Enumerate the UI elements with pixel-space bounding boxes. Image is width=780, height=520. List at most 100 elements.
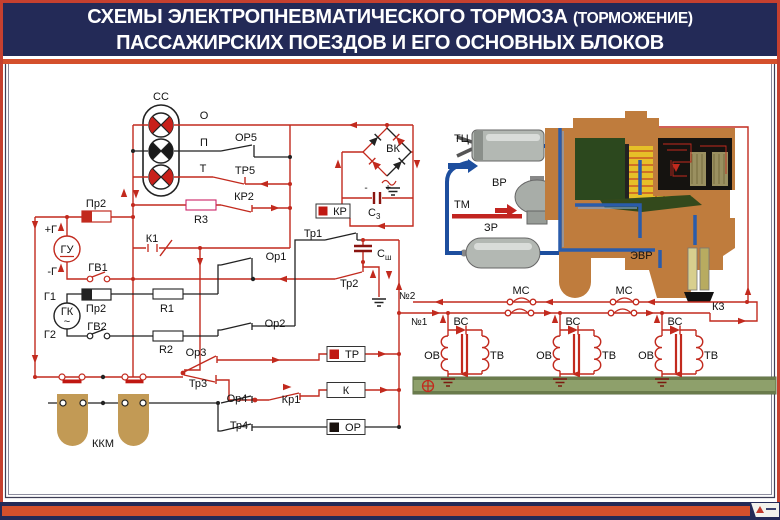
evr-red-traces <box>663 143 727 177</box>
diode-icon <box>368 157 382 171</box>
evr-green-block <box>575 138 625 200</box>
label-csh: С <box>377 248 385 260</box>
resistor-r3 <box>185 199 217 211</box>
poster-header: СХЕМЫ ЭЛЕКТРОПНЕВМАТИЧЕСКОГО ТОРМОЗА (ТО… <box>3 3 777 56</box>
label-ms-2: МС <box>615 285 632 297</box>
label-vs: ВС <box>566 316 581 328</box>
label-pr2-top: Пр2 <box>86 198 106 210</box>
circuit-labels: О П Т ОР5 ТР5 КР2 R3 Пр2 +Г -Г ГВ1 Г1 Пр… <box>44 110 401 450</box>
title-paren: (ТОРМОЖЕНИЕ) <box>572 9 693 27</box>
label-ov: ОВ <box>638 350 654 362</box>
label-vr: ВР <box>492 177 507 189</box>
label-c3-sub: 3 <box>376 212 381 221</box>
vs-diode-icon <box>456 325 466 335</box>
label-gv2: ГВ2 <box>87 321 106 333</box>
brake-coil-unit-1: ВС ОВ ТВ <box>424 313 504 387</box>
relay-tr: ТР <box>326 346 366 362</box>
label-k-relay: К <box>343 385 350 397</box>
resistor-r2 <box>152 330 184 342</box>
label-gk: ГК <box>61 306 74 318</box>
relay-kr: КР <box>315 203 351 219</box>
label-tr1: Тр1 <box>304 228 322 240</box>
ov-coil <box>654 335 663 372</box>
label-evr: ЭВР <box>630 250 653 262</box>
label-o: О <box>200 110 209 122</box>
page-border-right <box>777 0 780 503</box>
diode-icon <box>368 133 382 147</box>
resistor-r1 <box>152 288 184 300</box>
label-c3-plus: + <box>385 183 391 194</box>
label-or-relay: ОР <box>345 422 361 434</box>
signal-lamp-block: СС <box>142 91 180 197</box>
vs-diode-icon <box>670 325 680 335</box>
brake-cylinder <box>456 129 545 162</box>
capacitor-csh <box>354 244 387 307</box>
label-tr4: Тр4 <box>230 420 248 432</box>
label-zr: ЗР <box>484 222 498 234</box>
blue-flow-arrow-icon <box>448 159 478 173</box>
publisher-logo-mark-icon <box>756 506 764 513</box>
label-n2: №2 <box>399 291 416 302</box>
label-ov: ОВ <box>424 350 440 362</box>
label-tm: ТМ <box>454 199 470 211</box>
tv-coil <box>481 335 490 372</box>
plus-terminal-icon <box>421 379 435 393</box>
ov-coil <box>440 335 449 372</box>
generator-gk: ГК ~ <box>53 302 81 330</box>
poster-footer <box>0 502 780 520</box>
label-g1: Г1 <box>44 291 56 303</box>
kkm-cam-1 <box>57 394 88 446</box>
label-ms-1: МС <box>512 285 529 297</box>
label-g2: Г2 <box>44 329 56 341</box>
brake-coil-unit-3: ВС ОВ ТВ <box>638 313 718 387</box>
label-p: П <box>200 137 208 149</box>
label-kr-relay: КР <box>333 206 347 218</box>
content-frame <box>4 64 776 499</box>
label-t: Т <box>200 163 207 175</box>
evr-channels <box>558 128 697 268</box>
title-main: СХЕМЫ ЭЛЕКТРОПНЕВМАТИЧЕСКОГО ТОРМОЗА <box>87 5 568 28</box>
evr-body <box>545 111 735 302</box>
publisher-logo-text <box>766 508 776 510</box>
red-flow-arrow-icon <box>495 204 517 217</box>
label-tc: ТЦ <box>454 133 469 145</box>
rail <box>412 376 777 395</box>
label-tv: ТВ <box>602 350 616 362</box>
label-tr3: Тр3 <box>189 378 207 390</box>
poster-diagram: СС <box>4 64 777 499</box>
train-line-circuit: МС МС №2 №1 К3 ВС ОВ ТВ <box>399 285 777 395</box>
label-ov: ОВ <box>536 350 552 362</box>
contact-k1 <box>147 244 158 252</box>
label-k3: К3 <box>712 301 725 313</box>
footer-orange-stripe <box>2 506 750 516</box>
label-pr2-bottom: Пр2 <box>86 303 106 315</box>
label-gv1: ГВ1 <box>88 262 107 274</box>
label-tr5: ТР5 <box>235 165 255 177</box>
wires-red <box>34 124 749 426</box>
tv-coil <box>695 335 704 372</box>
label-or5: ОР5 <box>235 132 257 144</box>
label-or3: Ор3 <box>186 347 207 359</box>
lamp-t-icon <box>148 164 174 190</box>
fuse-pr2-top <box>81 210 112 223</box>
diode-icon <box>392 133 406 147</box>
lamp-o-icon <box>148 112 174 138</box>
knife-switch-gv1 <box>86 275 111 283</box>
orange-divider <box>3 59 777 64</box>
label-tr-relay: ТР <box>345 349 359 361</box>
label-vk: ВК <box>386 143 400 155</box>
fuse-pr2-bottom <box>81 288 112 301</box>
label-ss: СС <box>153 91 169 103</box>
lamp-p-icon <box>148 138 174 164</box>
relay-k: К <box>326 382 366 398</box>
label-k1: К1 <box>146 233 159 245</box>
tv-coil <box>593 335 602 372</box>
label-vs: ВС <box>454 316 469 328</box>
label-or1: Ор1 <box>266 251 287 263</box>
label-r2: R2 <box>159 344 173 356</box>
resistors <box>152 199 217 342</box>
evr-valve-cap <box>684 292 714 302</box>
label-c3-minus: - <box>364 183 367 194</box>
label-tv: ТВ <box>490 350 504 362</box>
